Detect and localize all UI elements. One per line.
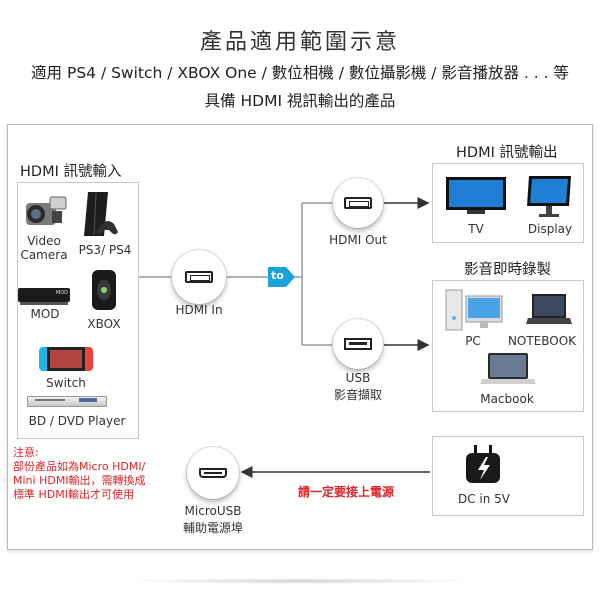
dvd-player-icon <box>27 396 107 407</box>
record-panel-header: 影音即時錄製 <box>464 262 551 278</box>
power-adapter-icon <box>462 443 506 487</box>
power-warning: 請一定要接上電源 <box>298 485 395 499</box>
hdmi-port-icon <box>344 197 372 209</box>
microusb-port-icon <box>199 468 227 478</box>
bottom-shadow <box>120 578 480 584</box>
power-panel <box>432 436 584 516</box>
to-label: to <box>271 269 284 282</box>
notebook-icon <box>526 292 572 332</box>
mod-box-text: MOD <box>55 290 68 296</box>
notebook-label: NOTEBOOK <box>507 334 577 348</box>
ps3-ps4-label: PS3/ PS4 <box>78 243 132 257</box>
pc-label: PC <box>465 334 481 348</box>
mod-box-icon: MOD <box>18 286 72 306</box>
hdmi-in-label: HDMI In <box>175 303 223 317</box>
note-line-1: 部份產品如為Micro HDMI/ <box>13 460 146 473</box>
macbook-icon <box>480 352 536 386</box>
usb-label: USB <box>345 371 371 385</box>
input-panel-header: HDMI 訊號輸入 <box>20 164 122 180</box>
compatibility-note: 注意: 部份產品如為Micro HDMI/ Mini HDMI輸出，需轉換成 標… <box>13 446 153 502</box>
video-camera-label: Video Camera <box>20 234 68 262</box>
macbook-label: Macbook <box>480 392 534 406</box>
dc-in-label: DC in 5V <box>457 492 511 506</box>
note-line-3: 標準 HDMI輸出才可使用 <box>13 488 134 501</box>
bd-dvd-player-label: BD / DVD Player <box>28 414 126 428</box>
mod-label: MOD <box>30 307 60 321</box>
xbox-console-icon <box>88 268 120 312</box>
ps4-console-icon <box>82 190 122 240</box>
display-monitor-icon <box>525 174 573 220</box>
note-title: 注意: <box>13 446 39 459</box>
usb-capture-port <box>333 319 383 369</box>
usb-port-icon <box>344 338 372 350</box>
display-label: Display <box>527 222 573 236</box>
microusb-label: MicroUSB <box>184 504 242 518</box>
pc-icon <box>444 288 504 332</box>
video-camera-icon <box>22 193 70 231</box>
switch-label: Switch <box>46 376 86 390</box>
microusb-aux-power-label: 輔助電源埠 <box>182 521 243 535</box>
tv-label: TV <box>468 222 484 236</box>
diagram-frame <box>7 124 593 550</box>
hdmi-port-icon <box>185 271 213 283</box>
hdmi-out-port <box>333 178 383 228</box>
xbox-label: XBOX <box>87 317 121 331</box>
usb-capture-label: 影音擷取 <box>333 388 382 402</box>
nintendo-switch-icon <box>39 347 93 371</box>
hdmi-out-label: HDMI Out <box>329 233 387 247</box>
hdmi-output-panel-header: HDMI 訊號輸出 <box>456 145 558 161</box>
subtitle-hdmi-requirement: 具備 HDMI 視訊輸出的產品 <box>204 92 396 110</box>
hdmi-in-port <box>172 250 226 304</box>
subtitle-compatible-devices: 適用 PS4 / Switch / XBOX One / 數位相機 / 數位攝影… <box>31 64 569 82</box>
page-title: 產品適用範圍示意 <box>199 30 400 55</box>
to-direction-tag: to <box>268 266 296 288</box>
tv-icon <box>445 176 507 216</box>
note-line-2: Mini HDMI輸出，需轉換成 <box>13 474 146 487</box>
microusb-power-port <box>187 447 239 499</box>
